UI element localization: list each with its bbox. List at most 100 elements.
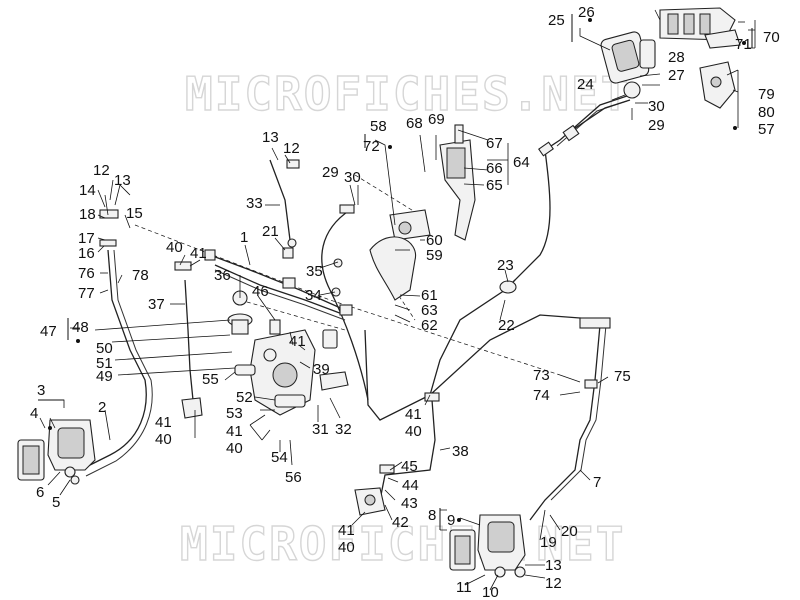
callout-53: 53: [226, 405, 243, 422]
callout-12a: 12: [283, 140, 300, 157]
callout-11: 11: [456, 579, 472, 596]
group-marker-dots: [48, 18, 746, 522]
callout-36: 36: [214, 267, 231, 284]
callout-60: 60: [426, 232, 443, 249]
callout-52: 52: [236, 389, 253, 406]
callout-41e: 41: [405, 406, 422, 423]
callout-38: 38: [452, 443, 469, 460]
brake-line-35: [321, 209, 369, 401]
callout-58: 58: [370, 118, 387, 135]
callout-47: 47: [40, 323, 57, 340]
callout-29a: 29: [648, 117, 665, 134]
callout-41b: 41: [155, 414, 172, 431]
front-left-caliper: [17, 419, 96, 485]
callout-35: 35: [306, 263, 323, 280]
callout-6: 6: [36, 484, 44, 501]
callout-12b: 12: [93, 162, 110, 179]
callout-32: 32: [335, 421, 352, 438]
callout-46: 46: [252, 283, 269, 300]
callout-79: 79: [758, 86, 775, 103]
callout-59: 59: [426, 247, 443, 264]
callout-12c: 12: [545, 575, 562, 592]
pipe-fittings: [99, 124, 611, 474]
callout-24: 24: [577, 76, 594, 93]
callout-50: 50: [96, 340, 113, 357]
callout-4: 4: [30, 405, 38, 422]
callout-43: 43: [401, 495, 418, 512]
callout-25: 25: [548, 12, 565, 29]
callout-44: 44: [402, 477, 419, 494]
callout-41a: 41: [190, 245, 207, 262]
callout-5: 5: [52, 494, 60, 511]
callout-15: 15: [126, 205, 143, 222]
callout-65: 65: [486, 177, 503, 194]
leader-lines: [39, 9, 756, 591]
callout-57: 57: [758, 121, 775, 138]
callout-74: 74: [533, 387, 550, 404]
callout-3: 3: [37, 382, 45, 399]
callout-54: 54: [271, 449, 288, 466]
brake-pipe-1: [209, 254, 346, 311]
callout-40a: 40: [166, 239, 183, 256]
callout-20: 20: [561, 523, 578, 540]
brake-line-right: [429, 314, 601, 396]
assembly-guide-lines: [134, 174, 561, 376]
callout-78: 78: [132, 267, 149, 284]
callout-30a: 30: [648, 98, 665, 115]
callout-30b: 30: [344, 169, 361, 186]
pedal-linkage-assembly: [369, 124, 476, 301]
callout-49: 49: [96, 368, 113, 385]
brake-pipe-46: [214, 264, 346, 316]
callout-40d: 40: [405, 423, 422, 440]
callout-16: 16: [78, 245, 95, 262]
callout-75: 75: [614, 368, 631, 385]
brake-hose-2: [79, 249, 147, 471]
callout-39: 39: [313, 361, 330, 378]
brake-hose-24: [564, 99, 631, 136]
callout-26: 26: [578, 4, 595, 21]
callout-13b: 13: [114, 172, 131, 189]
callout-1: 1: [240, 229, 248, 246]
callout-80: 80: [758, 104, 775, 121]
callout-31: 31: [312, 421, 329, 438]
callout-13c: 13: [545, 557, 562, 574]
front-right-caliper: [449, 514, 526, 578]
callout-68: 68: [406, 115, 423, 132]
brake-hose-37: [184, 279, 194, 401]
callout-33: 33: [246, 195, 263, 212]
callout-7: 7: [593, 474, 601, 491]
callout-22: 22: [498, 317, 515, 334]
brake-hose-38: [379, 399, 436, 501]
callout-45: 45: [401, 458, 418, 475]
callout-41d: 41: [289, 333, 306, 350]
callout-28: 28: [668, 49, 685, 66]
hose-union-fitting: [181, 397, 386, 516]
watermark-bottom: MICROFICHES.NET: [180, 517, 625, 571]
brake-hose-7: [529, 324, 601, 521]
callout-19: 19: [540, 534, 557, 551]
callout-62: 62: [421, 317, 438, 334]
callout-37: 37: [148, 296, 165, 313]
callout-40e: 40: [338, 539, 355, 556]
callout-40b: 40: [155, 431, 172, 448]
callout-77: 77: [78, 285, 95, 302]
callout-73: 73: [533, 367, 550, 384]
callout-66: 66: [486, 160, 503, 177]
callout-64: 64: [513, 154, 530, 171]
callout-2: 2: [98, 399, 106, 416]
callout-72: 72: [363, 138, 380, 155]
callout-51: 51: [96, 355, 113, 372]
group-brackets: [38, 14, 753, 530]
callout-41f: 41: [338, 522, 355, 539]
callout-70: 70: [763, 29, 780, 46]
callout-69: 69: [428, 111, 445, 128]
callout-41c: 41: [226, 423, 243, 440]
callout-17: 17: [78, 230, 95, 247]
callout-13a: 13: [262, 129, 279, 146]
watermark-top: MICROFICHES.NET: [185, 67, 630, 121]
callout-42: 42: [392, 514, 409, 531]
callout-55: 55: [202, 371, 219, 388]
brake-hose-33: [269, 159, 291, 241]
callout-48: 48: [72, 319, 89, 336]
callout-34: 34: [305, 287, 322, 304]
